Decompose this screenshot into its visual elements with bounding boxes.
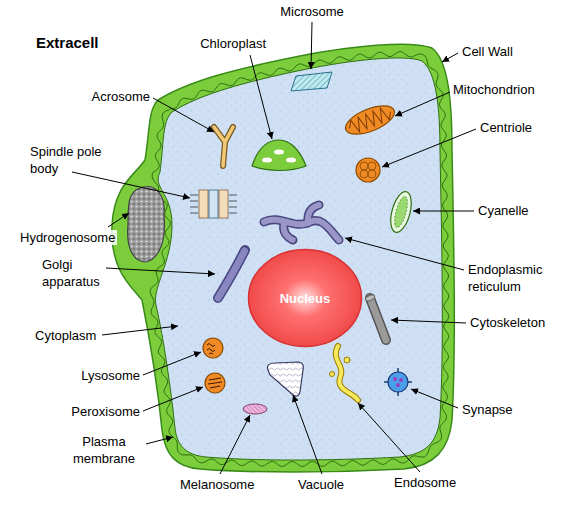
chloroplast-shape — [252, 140, 306, 171]
centriole-shape — [356, 158, 380, 182]
part-label: Synapse — [462, 401, 542, 418]
lysosome-shape — [203, 338, 223, 358]
part-label: Centriole — [480, 119, 560, 136]
cytoskeleton-shape — [364, 294, 386, 340]
part-label: Spindle pole body — [30, 143, 118, 177]
endoplasmic-reticulum-shape — [264, 205, 339, 240]
nucleus-node: Nucleus — [247, 248, 363, 348]
cyanelle-shape — [387, 189, 415, 234]
golgi-apparatus-shape — [218, 250, 245, 298]
part-label: Extracell — [36, 34, 136, 51]
mitochondrion-shape — [342, 100, 398, 140]
part-label: Peroxisome — [40, 403, 140, 420]
synapse-shape — [384, 368, 412, 396]
part-label: Cyanelle — [478, 202, 558, 219]
part-label: Cytoplasm — [35, 327, 125, 344]
label-patch: Hydrogenosome — [18, 230, 117, 245]
acrosome-shape — [214, 127, 233, 166]
part-label: Endoplasmic reticulum — [468, 261, 563, 295]
part-label: Chloroplast — [166, 35, 266, 52]
microsome-shape — [291, 72, 332, 91]
part-label: Melanosome — [180, 476, 280, 493]
part-label: Mitochondrion — [453, 81, 568, 98]
part-label: Hydrogenosome — [18, 229, 128, 246]
part-label: Endosome — [394, 474, 474, 491]
cytoplasm-region — [155, 58, 442, 460]
nucleus-outline — [249, 250, 362, 347]
part-label: Plasma membrane — [64, 433, 144, 467]
cell-wall — [112, 44, 454, 472]
peroxisome-shape — [205, 373, 225, 393]
plasma-membrane — [150, 51, 449, 466]
vacuole-shape — [267, 362, 303, 396]
part-label: Cytoskeleton — [470, 314, 570, 331]
endosome-shape — [330, 346, 359, 400]
melanosome-shape — [243, 404, 267, 414]
part-label: Golgi apparatus — [42, 256, 108, 290]
part-label: Lysosome — [48, 367, 140, 384]
part-label: Vacuole — [298, 476, 368, 493]
part-label: Acrosome — [58, 88, 150, 105]
node-text: Nucleus — [280, 290, 331, 307]
membrane-wave — [150, 51, 449, 466]
part-label: Microsome — [262, 3, 362, 20]
hydrogenosome-shape — [128, 187, 165, 262]
spindle-pole-body-shape — [190, 190, 237, 218]
part-label: Cell Wall — [462, 43, 552, 60]
